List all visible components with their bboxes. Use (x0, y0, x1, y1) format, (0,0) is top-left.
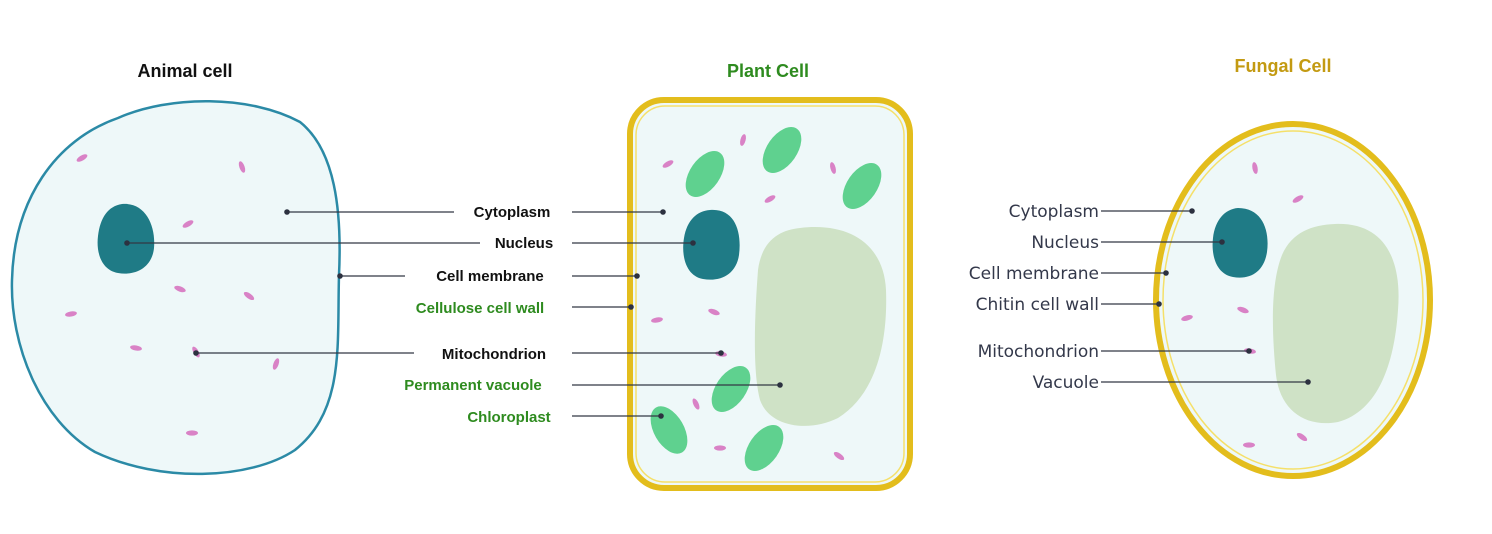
label-cellulose-cell-wall: Cellulose cell wall (416, 300, 544, 317)
mitochondrion (182, 220, 194, 228)
mitochondrion (764, 195, 776, 203)
pointer-dot (777, 382, 783, 388)
mitochondrion (740, 134, 746, 146)
fungal-label-cell-membrane: Cell membrane (969, 264, 1099, 284)
fungal-label-vacuole: Vacuole (1033, 373, 1099, 393)
chloroplast (711, 366, 751, 412)
pointer-dot (1246, 348, 1252, 354)
mitochondrion (238, 161, 246, 173)
pointer-dot (1305, 379, 1311, 385)
fungal-leader-lines (1101, 208, 1311, 385)
mitochondrion (1181, 315, 1193, 321)
mitochondrion (65, 311, 77, 317)
label-mitochondrion: Mitochondrion (442, 346, 546, 363)
label-cytoplasm: Cytoplasm (474, 204, 551, 221)
fungal-label-chitin-cell-wall: Chitin cell wall (976, 295, 1099, 315)
label-cell-membrane: Cell membrane (436, 268, 544, 285)
pointer-dot (284, 209, 290, 215)
animal-cell-title: Animal cell (137, 61, 232, 81)
pointer-dot (1219, 239, 1225, 245)
fungal-nucleus (1212, 208, 1268, 278)
pointer-dot (337, 273, 343, 279)
plant-cell (627, 97, 913, 491)
mitochondrion (130, 345, 142, 351)
label-permanent-vacuole: Permanent vacuole (404, 377, 542, 394)
pointer-dot (1163, 270, 1169, 276)
mitochondrion (76, 154, 88, 162)
plant-cell-title: Plant Cell (727, 61, 809, 81)
pointer-dot (1156, 301, 1162, 307)
pointer-dot (628, 304, 634, 310)
animal-nucleus (97, 203, 155, 274)
fungal-cell (1153, 121, 1433, 479)
label-nucleus: Nucleus (495, 235, 553, 252)
chloroplast (842, 163, 882, 209)
center-leader-lines (124, 209, 783, 419)
pointer-dot (660, 209, 666, 215)
mitochondrion (174, 285, 186, 293)
label-chloroplast: Chloroplast (467, 409, 550, 426)
mitochondrion (243, 291, 255, 301)
pointer-dot (718, 350, 724, 356)
mitochondrion (1243, 442, 1255, 448)
animal-cell (10, 100, 341, 476)
fungal-label-mitochondrion: Mitochondrion (978, 342, 1099, 362)
pointer-dot (634, 273, 640, 279)
pointer-dot (1189, 208, 1195, 214)
mitochondrion (1296, 432, 1308, 442)
pointer-dot (193, 350, 199, 356)
plant-nucleus (683, 209, 740, 280)
mitochondrion (272, 358, 280, 370)
pointer-dot (690, 240, 696, 246)
mitochondrion (708, 308, 720, 316)
mitochondrion (1252, 162, 1258, 174)
fungal-label-nucleus: Nucleus (1031, 233, 1099, 253)
pointer-dot (124, 240, 130, 246)
fungal-cell-membrane (1162, 130, 1424, 470)
mitochondrion (692, 398, 700, 410)
fungal-label-cytoplasm: Cytoplasm (1009, 202, 1099, 222)
mitochondrion (186, 430, 198, 436)
mitochondrion (651, 317, 663, 323)
chloroplast (762, 127, 802, 173)
fungal-labels: Cytoplasm Nucleus Cell membrane Chitin c… (969, 202, 1099, 393)
mitochondrion (1237, 306, 1249, 314)
mitochondrion (833, 451, 845, 461)
pointer-dot (658, 413, 664, 419)
chloroplast (685, 151, 725, 197)
mitochondrion (830, 162, 836, 174)
mitochondrion (1292, 195, 1304, 203)
chloroplast (744, 425, 784, 471)
plant-permanent-vacuole (754, 227, 887, 426)
fungal-cell-title: Fungal Cell (1234, 56, 1331, 76)
mitochondrion (714, 445, 726, 451)
center-labels: Cytoplasm Nucleus Cell membrane Cellulos… (404, 204, 553, 426)
mitochondrion (662, 160, 674, 168)
plant-cell-membrane (635, 105, 905, 483)
fungal-vacuole (1272, 223, 1399, 424)
